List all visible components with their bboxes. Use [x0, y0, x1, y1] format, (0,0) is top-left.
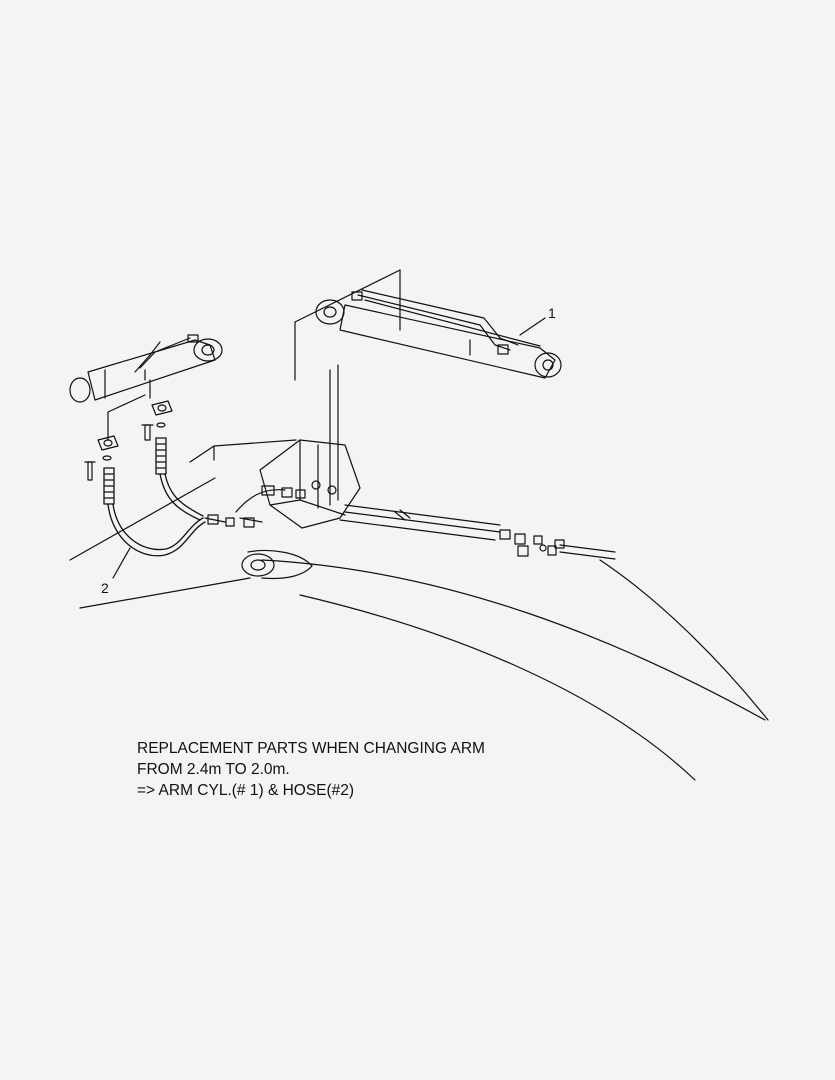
arm-cylinder-new: [315, 289, 562, 379]
callout-label-hose: 2: [101, 580, 109, 596]
replacement-note: REPLACEMENT PARTS WHEN CHANGING ARM FROM…: [137, 738, 485, 801]
hose-fittings: [204, 485, 306, 528]
callout-2-leader: [112, 547, 131, 579]
boom-pivot-boss: [241, 549, 313, 580]
callout-label-arm-cylinder: 1: [548, 305, 556, 321]
flange-left: [84, 435, 119, 481]
leader-box: [294, 269, 401, 506]
note-line-3: => ARM CYL.(# 1) & HOSE(#2): [137, 782, 355, 799]
old-cylinder-leaders: [107, 379, 151, 441]
pipes: [339, 504, 616, 560]
note-line-2: FROM 2.4m TO 2.0m.: [137, 761, 290, 778]
boom-outline: [69, 439, 769, 781]
hose-assembly: [103, 437, 206, 557]
flange-right: [141, 400, 173, 441]
callout-1-leader: [519, 317, 546, 336]
arm-cylinder-old: [69, 334, 223, 403]
note-line-1: REPLACEMENT PARTS WHEN CHANGING ARM: [137, 740, 485, 757]
pipe-fittings-right: [499, 529, 565, 557]
hose-bracket: [259, 439, 361, 529]
